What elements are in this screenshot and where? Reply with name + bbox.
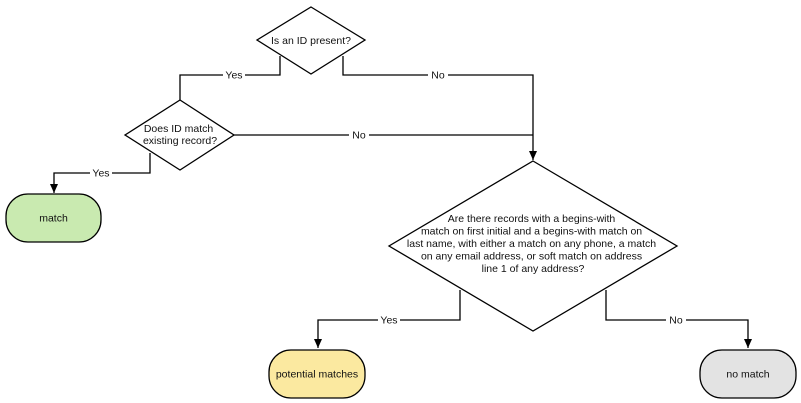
decision-records: Are there records with a begins-with mat… [387, 160, 679, 332]
terminal-match: match [5, 193, 102, 243]
decision-label-line: Are there records with a begins-with [448, 213, 616, 225]
decision-label-line: last name, with either a match on any ph… [407, 238, 656, 250]
terminal-shape [699, 349, 797, 399]
edge-labels: Yes No No Yes Yes No [90, 68, 686, 327]
edge-label-id-match-no: No [349, 128, 369, 142]
decision-label-line: line 1 of any address? [482, 263, 585, 275]
decision-id-present: Is an ID present? [255, 6, 367, 75]
decision-label: Is an ID present? [271, 35, 351, 47]
terminal-label: no match [726, 369, 769, 381]
connectors [50, 56, 752, 348]
decision-label-line: match on first initial and a begins-with… [421, 226, 642, 238]
edge-label-id-present-yes: Yes [223, 68, 245, 82]
terminal-potential-matches: potential matches [268, 349, 366, 399]
decision-label-line: Is an ID present? [271, 35, 351, 47]
decision-diamond [255, 6, 367, 75]
decision-label-line: Does ID match [144, 123, 214, 135]
decision-label-line: existing record? [143, 135, 217, 147]
edge-label-records-no: No [666, 313, 686, 327]
edge-label-text: Yes [92, 168, 109, 180]
decision-diamond [123, 99, 236, 171]
terminal-shape [5, 193, 102, 243]
edge-label-records-yes: Yes [378, 313, 400, 327]
edge-label-text: Yes [380, 315, 397, 327]
terminal-shape [268, 349, 366, 399]
edge-label-id-present-no: No [428, 68, 448, 82]
edge-label-text: Yes [225, 70, 242, 82]
decision-label-line: on any email address, or soft match on a… [421, 251, 642, 263]
edge-label-text: No [352, 130, 366, 142]
edge-label-text: No [669, 315, 683, 327]
terminal-label: match [39, 213, 68, 225]
decision-diamond [387, 160, 679, 332]
edge-label-id-match-yes: Yes [90, 166, 112, 180]
decision-label: Are there records with a begins-with mat… [407, 213, 659, 275]
terminal-no-match: no match [699, 349, 797, 399]
terminal-label: potential matches [276, 369, 358, 381]
decision-id-match: Does ID match existing record? [123, 99, 236, 171]
decision-label: Does ID match existing record? [143, 123, 217, 147]
edge-label-text: No [431, 70, 445, 82]
